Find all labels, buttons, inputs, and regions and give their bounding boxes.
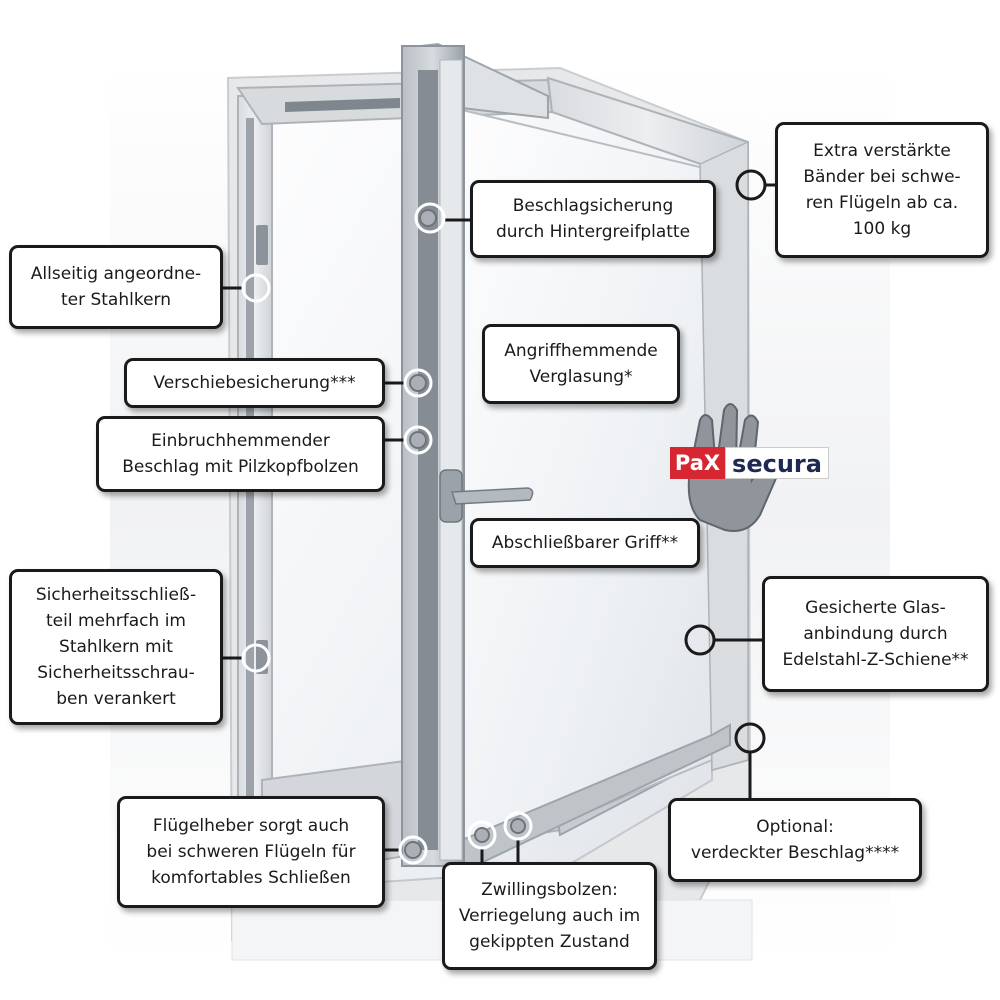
sash-hardware-rail (418, 70, 438, 850)
marker-baender (735, 169, 767, 201)
marker-schliessteil (241, 643, 271, 673)
callout-line: Beschlagsicherung (512, 196, 674, 216)
callout-line: Extra verstärkte (813, 141, 951, 161)
callout-line: Sicherheitsschrau- (37, 663, 195, 683)
callout-line: Optional: (756, 817, 834, 837)
callout-griff: Abschließbarer Griff** (470, 518, 700, 568)
logo-secura-text: secura (725, 447, 829, 479)
sash-inner-lip (439, 59, 463, 861)
callout-verschiebesicherung: Verschiebesicherung*** (124, 358, 385, 408)
marker-einbruch (403, 425, 433, 455)
marker-circles (241, 202, 533, 865)
pax-secura-logo: PaX secura (670, 447, 830, 481)
callout-line: Stahlkern mit (59, 637, 173, 657)
callout-line: Verglasung* (529, 367, 633, 387)
callout-line: Flügelheber sorgt auch (152, 816, 350, 836)
twin-bolt-right (510, 818, 526, 834)
mushroom-bolt-bottom (404, 841, 422, 859)
callout-line: Gesicherte Glas- (805, 598, 946, 618)
mushroom-bolt-lower (409, 431, 427, 449)
callout-line: teil mehrfach im (46, 611, 186, 631)
callout-beschlagsicherung: Beschlagsicherung durch Hintergreifplatt… (470, 180, 716, 258)
handle-lever-icon (450, 487, 534, 505)
callout-line: Beschlag mit Pilzkopfbolzen (122, 457, 359, 477)
marker-zwillingsbolzen-1 (467, 820, 497, 850)
callout-line: komfortables Schließen (151, 868, 351, 888)
callout-optional: Optional: verdeckter Beschlag**** (668, 798, 922, 882)
marker-verschiebesicherung (403, 368, 433, 398)
left-steel-core (246, 118, 254, 878)
callout-glasanbindung: Gesicherte Glas- anbindung durch Edelsta… (762, 576, 989, 692)
callout-line: Verschiebesicherung*** (153, 373, 356, 393)
marker-glasanbindung (684, 624, 716, 656)
callout-line: gekippten Zustand (469, 932, 630, 952)
mushroom-bolt-mid (409, 374, 427, 392)
callout-line: verdeckter Beschlag**** (690, 843, 900, 863)
marker-fluegelheber (398, 835, 428, 865)
callout-schliessteil: Sicherheitsschließ- teil mehrfach im Sta… (9, 569, 223, 725)
callout-baender: Extra verstärkte Bänder bei schwe- ren F… (775, 122, 989, 258)
callout-verglasung: Angriffhemmende Verglasung* (482, 324, 680, 404)
twin-bolt-left (474, 827, 490, 843)
callout-zwillingsbolzen: Zwillingsbolzen: Verriegelung auch im ge… (442, 862, 657, 970)
marker-optional (734, 722, 766, 754)
callout-line: Edelstahl-Z-Schiene** (782, 650, 969, 670)
callout-line: durch Hintergreifplatte (495, 222, 691, 242)
callout-line: ter Stahlkern (60, 290, 172, 310)
hand-icon (687, 403, 786, 532)
callout-line: 100 kg (852, 219, 912, 239)
callout-line: anbindung durch (803, 624, 948, 644)
marker-zwillingsbolzen-2 (503, 811, 533, 841)
marker-stahlkern (241, 273, 271, 303)
logo-pax-text: PaX (670, 447, 725, 479)
callout-line: Sicherheitsschließ- (35, 585, 197, 605)
callout-line: Bänder bei schwe- (803, 167, 961, 187)
callout-line: Angriffhemmende (504, 341, 658, 361)
callout-line: bei schweren Flügeln für (146, 842, 356, 862)
callout-fluegelheber: Flügelheber sorgt auch bei schweren Flüg… (117, 796, 385, 908)
callout-line: Allseitig angeordne- (30, 264, 202, 284)
mushroom-bolt-top (419, 209, 437, 227)
top-hardware-rail (285, 98, 400, 112)
callout-line: Zwillingsbolzen: (481, 880, 618, 900)
callout-line: Abschließbarer Griff** (491, 533, 679, 553)
callout-line: Verriegelung auch im (458, 906, 641, 926)
callout-stahlkern: Allseitig angeordne- ter Stahlkern (9, 245, 223, 329)
left-keeper-plate (256, 225, 268, 265)
callout-einbruch: Einbruchhemmender Beschlag mit Pilzkopfb… (96, 416, 385, 492)
callout-line: ben verankert (56, 689, 176, 709)
marker-beschlagsicherung (414, 202, 446, 234)
callout-line: Einbruchhemmender (151, 431, 330, 451)
marker-circles-dark (684, 169, 767, 754)
callout-line: ren Flügeln ab ca. (805, 193, 959, 213)
